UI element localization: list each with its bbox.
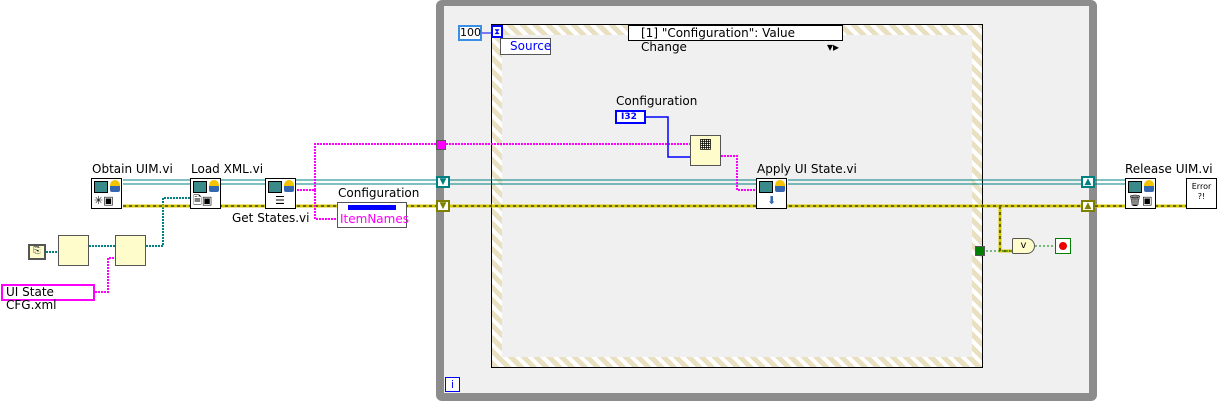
get-states-label: Get States.vi (232, 211, 310, 225)
event-case-selector[interactable]: [1] "Configuration": Value Change ▾▸ (628, 25, 843, 54)
obtain-uim-vi[interactable]: ✳▣ (91, 178, 122, 209)
release-uim-label: Release UIM.vi (1125, 162, 1213, 176)
release-uim-vi[interactable]: 🗑▣ (1125, 178, 1156, 209)
obtain-uim-label: Obtain UIM.vi (92, 162, 173, 176)
shift-register-left-refnum: ▼ (436, 176, 450, 188)
chevron-down-icon[interactable]: ▾▸ (826, 40, 839, 54)
event-structure[interactable] (491, 24, 983, 368)
event-data-node-source[interactable]: Source (500, 38, 551, 55)
configuration-terminal-label: Configuration (616, 94, 698, 108)
get-states-vi[interactable]: ☰ (265, 178, 296, 209)
xml-load-node[interactable] (115, 235, 146, 266)
path-constant-icon[interactable]: ⎘ (28, 244, 46, 260)
event-case-label: [1] "Configuration": Value Change (641, 26, 796, 54)
apply-ui-state-vi[interactable]: ⬇ (756, 178, 787, 209)
or-gate[interactable]: v (1012, 238, 1035, 254)
shift-register-right-refnum: ▲ (1081, 176, 1095, 188)
apply-ui-state-label: Apply UI State.vi (757, 162, 857, 176)
property-node[interactable]: ItemNames (337, 202, 409, 228)
timeout-constant[interactable]: 100 (458, 25, 482, 41)
configuration-terminal[interactable]: I32 (615, 110, 646, 124)
xml-parse-node[interactable] (58, 235, 89, 266)
load-xml-label: Load XML.vi (191, 162, 264, 176)
stop-terminal[interactable] (1055, 238, 1071, 254)
shift-register-left-error: ▼ (436, 200, 450, 212)
shift-register-right-error: ▲ (1081, 200, 1095, 212)
property-node-label: Configuration (338, 186, 420, 200)
item-names-property[interactable]: ItemNames (340, 212, 409, 226)
int-wire (646, 116, 690, 158)
file-name-constant[interactable]: UI State CFG.xml (1, 284, 95, 312)
iteration-terminal: i (445, 377, 460, 392)
hourglass-icon: ⧗ (491, 25, 503, 38)
string-tunnel (436, 140, 446, 150)
bool-wire (982, 245, 1055, 252)
index-array-node[interactable]: ▦ (690, 135, 721, 166)
load-xml-vi[interactable]: 🗎▣ (190, 178, 221, 209)
stop-tunnel (975, 246, 985, 256)
simple-error-handler[interactable]: Error ?! (1186, 178, 1217, 209)
string-wire (95, 143, 756, 293)
